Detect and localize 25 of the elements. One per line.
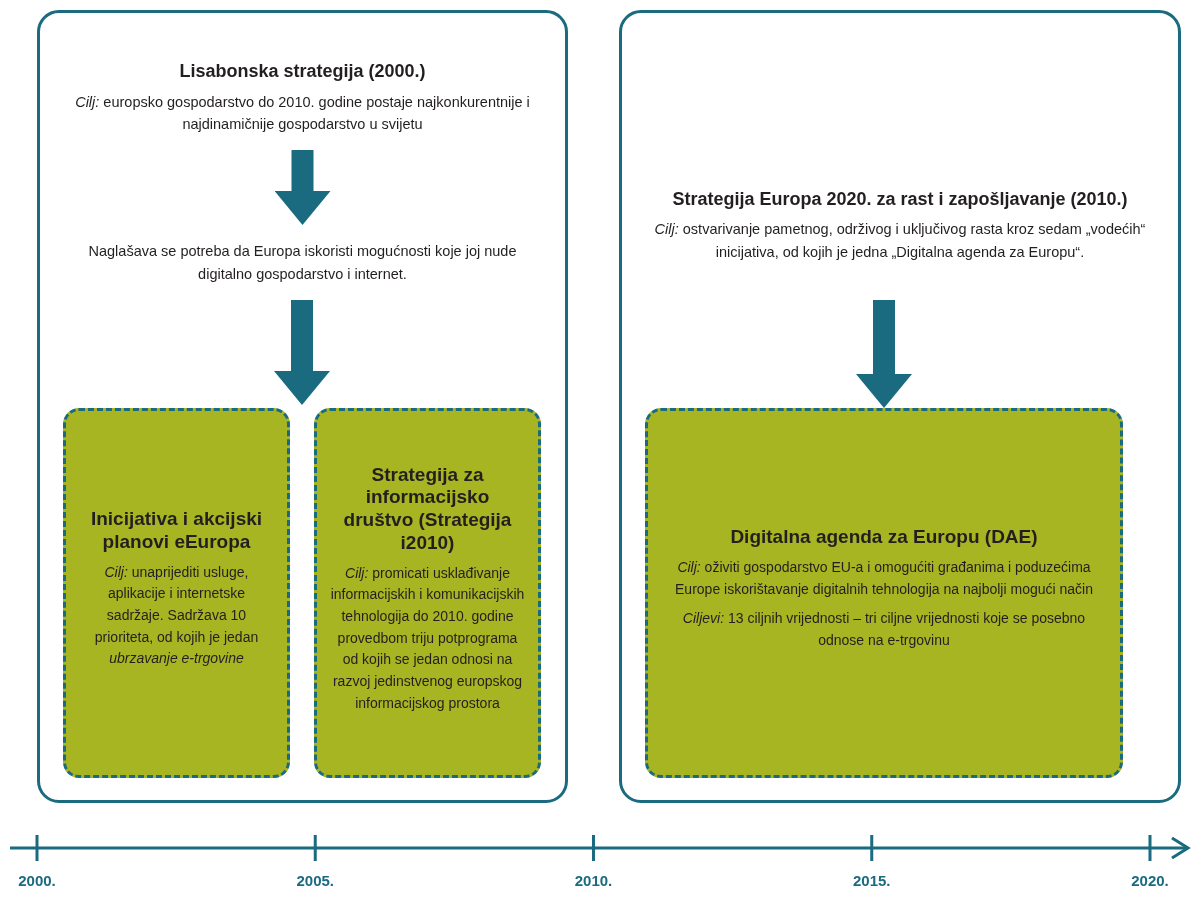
- block-arrow: [274, 300, 330, 405]
- description-text: Cilj: ostvarivanje pametnog, održivog i uključivog rasta kroz sedam „vodećih“ inicijativa, od kojih je jedna „Digitalna agenda za Europu“.: [653, 220, 1147, 262]
- description-text: Naglašava se potreba da Europa iskoristi mogućnosti koje joj nude digitalno gospodarstvo i internet.: [60, 225, 545, 300]
- year-label: 2010.: [574, 872, 613, 889]
- heading: Strategija za informacijsko društvo (Strategija i2010): [342, 463, 513, 555]
- year-label: 2005.: [296, 872, 334, 889]
- block-arrow: [856, 300, 912, 408]
- strategy-panel: [37, 10, 568, 803]
- description-text: Cilj: unaprijediti usluge, aplikacije i internetske sadržaje. Sadržava 10 prioriteta, od kojih je jedan ubrzavanje e-trgovine: [93, 562, 260, 669]
- heading: Inicijativa i akcijski planovi eEuropa: [89, 508, 264, 554]
- description-text: Cilj: europsko gospodarstvo do 2010. godine postaje najkonkurentnije i najdinamičnije gospodarstvo u svijetu: [74, 92, 531, 135]
- strategy-panel: [619, 10, 1181, 803]
- initiative-card: [645, 408, 1123, 778]
- year-label: 2015.: [852, 872, 891, 889]
- heading: Digitalna agenda za Europu (DAE): [730, 526, 1038, 549]
- description-text: Cilj: promicati usklađivanje informacijskih i komunikacijskih tehnologija do 2010. godine provedbom triju potprograma od kojih se jedan odnosi na razvoj jedinstvenog europskog informacijskog prostora: [329, 563, 526, 713]
- heading: Strategija Europa 2020. za rast i zapošljavanje (2010.): [672, 188, 1128, 211]
- initiative-card: [314, 408, 541, 778]
- description-text: Ciljevi: 13 ciljnih vrijednosti – tri ciljne vrijednosti koje se posebno odnose na e-trgovinu: [681, 609, 1087, 651]
- initiative-card: [63, 408, 290, 778]
- block-arrow: [274, 150, 331, 225]
- year-label: 2020.: [1131, 872, 1169, 889]
- year-label: 2000.: [18, 872, 56, 889]
- description-text: Cilj: oživiti gospodarstvo EU-a i omogućiti građanima i poduzećima Europe iskorištavanje digitalnih tehnologija na najbolji mogući način: [674, 558, 1094, 599]
- heading: Lisabonska strategija (2000.): [179, 61, 426, 83]
